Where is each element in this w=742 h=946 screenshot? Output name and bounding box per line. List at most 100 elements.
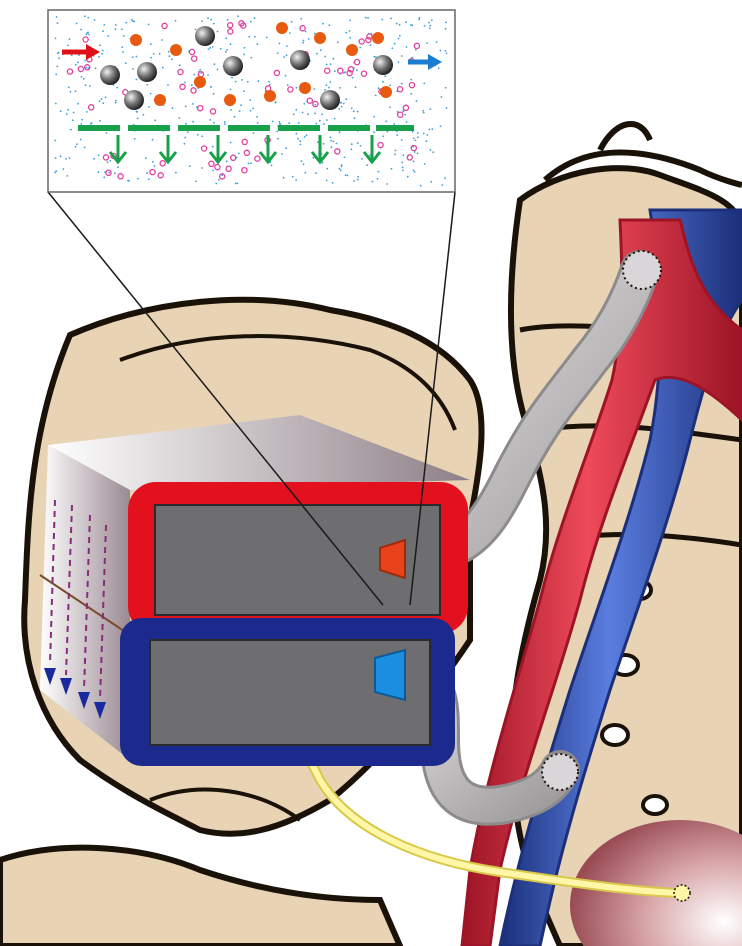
small-solute bbox=[54, 140, 56, 142]
small-solute bbox=[281, 153, 283, 155]
large-particle bbox=[137, 62, 157, 82]
small-solute bbox=[167, 84, 169, 86]
small-solute bbox=[417, 152, 419, 154]
small-solute bbox=[102, 30, 104, 32]
small-solute bbox=[429, 25, 431, 27]
small-solute bbox=[445, 22, 447, 24]
small-solute bbox=[201, 167, 203, 169]
membrane-segment bbox=[278, 125, 320, 131]
small-solute bbox=[373, 116, 375, 118]
small-solute bbox=[353, 110, 355, 112]
venous-anastomosis bbox=[542, 754, 578, 790]
membrane-segment bbox=[78, 125, 120, 131]
small-solute bbox=[359, 47, 361, 49]
small-solute bbox=[418, 19, 420, 21]
membrane-segment bbox=[178, 125, 220, 131]
small-solute bbox=[172, 107, 174, 109]
small-solute bbox=[214, 63, 216, 65]
small-solute bbox=[415, 49, 417, 51]
small-solute bbox=[304, 136, 306, 138]
small-solute bbox=[349, 30, 351, 32]
small-solute bbox=[266, 37, 268, 39]
large-particle bbox=[195, 26, 215, 46]
small-solute bbox=[352, 77, 354, 79]
small-solute bbox=[99, 44, 101, 46]
small-solute bbox=[414, 151, 416, 153]
small-solute bbox=[407, 176, 409, 178]
small-solute bbox=[95, 67, 97, 69]
small-solute bbox=[428, 129, 430, 131]
small-solute bbox=[312, 157, 314, 159]
small-solute bbox=[412, 131, 414, 133]
small-solute bbox=[230, 43, 232, 45]
small-solute bbox=[230, 142, 232, 144]
small-solute bbox=[367, 17, 369, 19]
small-solute bbox=[256, 116, 258, 118]
small-solute bbox=[207, 17, 209, 19]
small-solute bbox=[286, 45, 288, 47]
small-solute bbox=[297, 138, 299, 140]
bladder-anastomosis bbox=[674, 885, 690, 901]
small-solute bbox=[154, 165, 156, 167]
small-solute bbox=[441, 96, 443, 98]
small-solute bbox=[336, 143, 338, 145]
small-solute bbox=[339, 87, 341, 89]
small-solute bbox=[153, 53, 155, 55]
small-solute bbox=[69, 157, 71, 159]
small-solute bbox=[250, 162, 252, 164]
small-solute bbox=[210, 19, 212, 21]
small-solute bbox=[122, 51, 124, 53]
small-solute bbox=[85, 67, 87, 69]
small-solute bbox=[71, 55, 73, 57]
small-solute bbox=[344, 156, 346, 158]
small-solute bbox=[146, 84, 148, 86]
small-solute bbox=[209, 119, 211, 121]
small-solute bbox=[137, 178, 139, 180]
large-particle bbox=[100, 65, 120, 85]
small-solute bbox=[430, 181, 432, 183]
small-solute bbox=[226, 49, 228, 51]
small-solute bbox=[353, 180, 355, 182]
small-solute bbox=[271, 165, 273, 167]
small-solute bbox=[291, 21, 293, 23]
small-solute bbox=[238, 153, 240, 155]
small-solute bbox=[102, 50, 104, 52]
small-solute bbox=[326, 64, 328, 66]
spinous-process bbox=[600, 124, 650, 150]
small-solute bbox=[115, 24, 117, 26]
small-solute bbox=[315, 172, 317, 174]
small-solute bbox=[399, 35, 401, 37]
small-solute bbox=[248, 36, 250, 38]
small-solute bbox=[396, 23, 398, 25]
membrane-segment bbox=[128, 125, 170, 131]
small-solute bbox=[399, 24, 401, 26]
small-solute bbox=[323, 123, 325, 125]
orange-particle bbox=[154, 94, 166, 106]
small-solute bbox=[351, 107, 353, 109]
small-solute bbox=[89, 85, 91, 87]
small-solute bbox=[328, 24, 330, 26]
small-solute bbox=[401, 83, 403, 85]
small-solute bbox=[345, 98, 347, 100]
large-particle bbox=[290, 50, 310, 70]
small-solute bbox=[70, 129, 72, 131]
small-solute bbox=[381, 19, 383, 21]
small-solute bbox=[446, 53, 448, 55]
small-solute bbox=[83, 78, 85, 80]
small-solute bbox=[322, 162, 324, 164]
small-solute bbox=[75, 90, 77, 92]
small-solute bbox=[88, 34, 90, 36]
small-solute bbox=[357, 179, 359, 181]
small-solute bbox=[192, 103, 194, 105]
small-solute bbox=[296, 133, 298, 135]
small-solute bbox=[349, 37, 351, 39]
orange-particle bbox=[194, 76, 206, 88]
small-solute bbox=[402, 110, 404, 112]
small-solute bbox=[416, 100, 418, 102]
small-solute bbox=[386, 183, 388, 185]
small-solute bbox=[105, 96, 107, 98]
small-solute bbox=[403, 154, 405, 156]
small-solute bbox=[127, 180, 129, 182]
small-solute bbox=[349, 20, 351, 22]
small-solute bbox=[69, 38, 71, 40]
